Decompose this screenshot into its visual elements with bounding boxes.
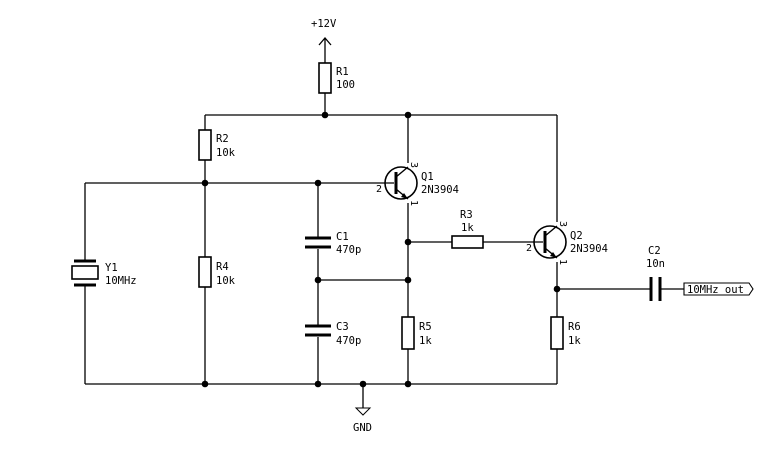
junction-dot	[404, 380, 412, 388]
r4-ref: R4	[216, 261, 229, 273]
resistor-icon	[198, 129, 212, 161]
hierarchical-label-icon	[683, 282, 754, 296]
q1-pin-emitter: 1	[408, 200, 419, 206]
junction-dot	[404, 111, 412, 119]
output-port-label: 10MHz_out	[687, 284, 744, 296]
c2-ref: C2	[648, 245, 661, 257]
resistor-icon	[198, 256, 212, 288]
r1-value: 100	[336, 79, 355, 91]
resistor-icon	[550, 316, 564, 350]
vcc-symbol[interactable]: +12V	[311, 18, 337, 46]
capacitor-c2[interactable]: C2 10n	[646, 245, 665, 301]
emitter-arrow-icon	[401, 193, 408, 199]
transistor-collector-leg	[395, 166, 409, 178]
junction-dot	[359, 380, 367, 388]
resistor-r2[interactable]: R2 10k	[198, 129, 236, 161]
q1-pin-collector: 3	[408, 162, 419, 168]
q2-pin-collector: 3	[557, 221, 568, 227]
junction-dot	[553, 285, 561, 293]
capacitor-c1[interactable]: C1 470p	[305, 231, 361, 256]
c1-ref: C1	[336, 231, 349, 243]
transistor-q1[interactable]: 2 3 1 Q1 2N3904	[376, 162, 459, 206]
wires	[84, 38, 684, 408]
transistor-collector-leg	[544, 225, 558, 237]
junction-dot	[201, 179, 209, 187]
resistor-icon	[401, 316, 415, 350]
junction-dot	[321, 111, 329, 119]
c3-ref: C3	[336, 321, 349, 333]
gnd-symbol[interactable]: GND	[353, 407, 372, 434]
ground-icon	[354, 407, 372, 416]
resistor-r5[interactable]: R5 1k	[401, 316, 432, 350]
resistor-r4[interactable]: R4 10k	[198, 256, 236, 288]
transistor-q2[interactable]: 2 3 1 Q2 2N3904	[526, 221, 608, 265]
junction-dot	[404, 238, 412, 246]
q1-ref: Q1	[421, 171, 434, 183]
resistor-icon	[318, 62, 332, 94]
npn-transistor-icon	[533, 225, 567, 259]
resistor-r6[interactable]: R6 1k	[550, 316, 581, 350]
junction-dot	[404, 276, 412, 284]
resistor-r1[interactable]: R1 100	[318, 62, 355, 94]
r5-value: 1k	[419, 335, 432, 347]
y1-ref: Y1	[105, 262, 118, 274]
r6-ref: R6	[568, 321, 581, 333]
r4-value: 10k	[216, 275, 236, 287]
crystal-body	[71, 265, 99, 280]
r3-value: 1k	[461, 222, 474, 234]
q1-pin-base: 2	[376, 184, 382, 195]
crystal-y1[interactable]: Y1 10MHz	[71, 259, 137, 287]
vcc-label: +12V	[311, 18, 337, 30]
emitter-arrow-icon	[550, 252, 557, 258]
junction-dot	[201, 380, 209, 388]
junction-dot	[314, 380, 322, 388]
npn-transistor-icon	[384, 166, 418, 200]
capacitor-c3[interactable]: C3 470p	[305, 321, 361, 347]
q2-pin-base: 2	[526, 243, 532, 254]
r1-ref: R1	[336, 66, 349, 78]
y1-value: 10MHz	[105, 275, 137, 287]
r3-ref: R3	[460, 209, 473, 221]
resistor-icon	[451, 235, 484, 249]
q1-value: 2N3904	[421, 184, 459, 196]
q2-ref: Q2	[570, 230, 583, 242]
vcc-arrow-icon	[318, 37, 332, 46]
gnd-label: GND	[353, 422, 372, 434]
c3-value: 470p	[336, 335, 361, 347]
c1-value: 470p	[336, 244, 361, 256]
r5-ref: R5	[419, 321, 432, 333]
junction-dot	[314, 179, 322, 187]
c2-value: 10n	[646, 258, 665, 270]
junction-dot	[314, 276, 322, 284]
r6-value: 1k	[568, 335, 581, 347]
output-port[interactable]: 10MHz_out	[683, 282, 754, 296]
r2-value: 10k	[216, 147, 236, 159]
resistor-r3[interactable]: R3 1k	[451, 209, 484, 249]
q2-value: 2N3904	[570, 243, 608, 255]
q2-pin-emitter: 1	[557, 259, 568, 265]
r2-ref: R2	[216, 133, 229, 145]
junctions	[201, 111, 561, 388]
